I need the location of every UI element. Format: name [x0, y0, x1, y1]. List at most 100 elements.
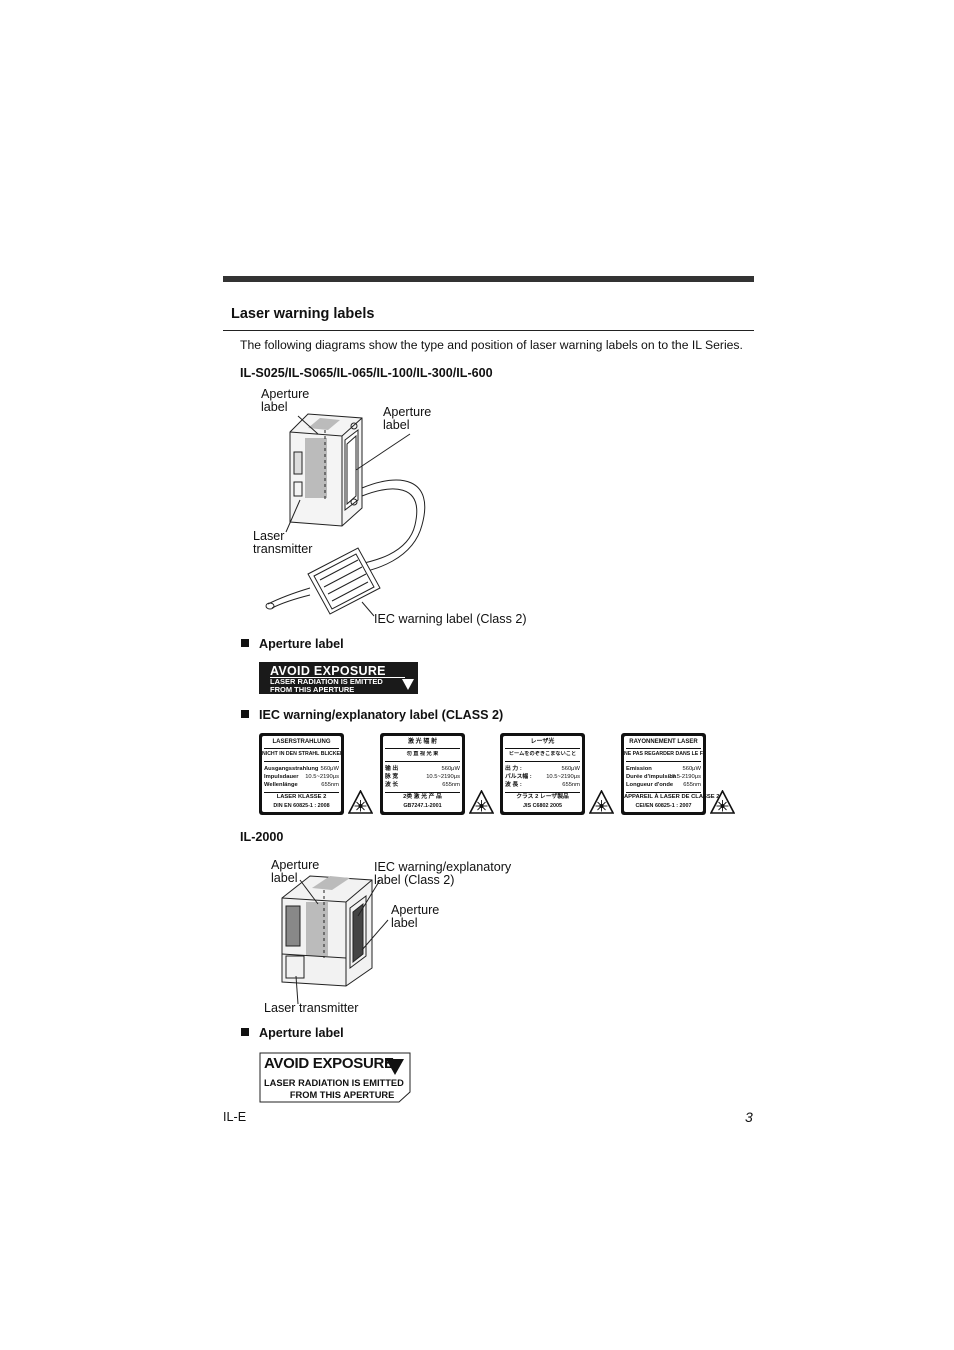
subheading-aperture-2: Aperture label — [241, 1026, 344, 1040]
iec-row: 输 出 560μW — [385, 766, 460, 773]
iec-row: Wellenlänge 655nm — [264, 782, 339, 789]
subheading-aperture-1: Aperture label — [241, 637, 344, 651]
divider — [264, 748, 339, 749]
sensor-diagram-1 — [265, 413, 426, 617]
iec-head2: ビームをのぞきこまないこと — [508, 751, 577, 757]
iec-label-body: LASERSTRAHLUNG NICHT IN DEN STRAHL BLICK… — [262, 736, 341, 812]
iec-head2: NE PAS REGARDER DANS LE FAISCEAU — [624, 751, 703, 757]
iec-row-value: 560μW — [441, 766, 460, 772]
laser-hazard-icon — [710, 790, 735, 814]
iec-foot2: GB7247.1-2001 — [403, 803, 442, 809]
iec-label: 激 光 辐 射 勿 直 视 光 束 输 出 560μW 脉 宽 10.5~2190μs… — [380, 733, 494, 815]
divider — [626, 792, 701, 793]
avoid-title: AVOID EXPOSURE — [270, 664, 386, 678]
laser-hazard-icon — [589, 790, 614, 814]
subheading-text: IEC warning/explanatory label (CLASS 2) — [259, 708, 504, 722]
bullet-square-icon — [241, 1028, 249, 1036]
avoid-text: LASER RADIATION IS EMITTED FROM THIS APE… — [270, 677, 383, 694]
iec-row-value: 560μW — [561, 766, 580, 772]
iec-row-value: 655nm — [562, 782, 580, 788]
iec-row: Impulsdauer 10.5~2190μs — [264, 774, 339, 781]
iec-row: Emission 560μW — [626, 766, 701, 773]
iec-row-label: Emission — [626, 766, 652, 772]
model-heading-1: IL-S025/IL-S065/IL-065/IL-100/IL-300/IL-… — [240, 366, 493, 380]
iec-row-label: 脉 宽 — [385, 774, 399, 780]
divider — [626, 761, 701, 762]
aperture-label-callout-left: Aperture label — [261, 387, 310, 414]
iec-label-frame: RAYONNEMENT LASER NE PAS REGARDER DANS L… — [621, 733, 720, 815]
triangle-down-icon — [386, 1059, 404, 1075]
iec-row-value: 560μW — [682, 766, 701, 772]
laser-hazard-icon — [469, 790, 494, 814]
divider — [505, 748, 580, 749]
page-number: 3 — [745, 1109, 753, 1125]
iec-label-frame: LASERSTRAHLUNG NICHT IN DEN STRAHL BLICK… — [259, 733, 344, 815]
iec-label-frame: 激 光 辐 射 勿 直 视 光 束 输 出 560μW 脉 宽 10.5~2190μs… — [380, 733, 465, 815]
laser-transmitter-callout-2: Laser transmitter — [264, 1001, 359, 1015]
iec-row: 出 力 : 560μW — [505, 766, 580, 773]
iec-row-value: 10.5~2190μs — [426, 774, 460, 780]
aperture-label-callout-right-2: Aperture label — [391, 903, 440, 930]
divider — [385, 792, 460, 793]
iec-head: レーザ光 — [530, 739, 555, 745]
laser-hazard-icon — [348, 790, 373, 814]
iec-row-label: 波 长 — [385, 782, 399, 788]
iec-head2: 勿 直 视 光 束 — [406, 751, 439, 757]
iec-row-label: Longueur d'onde — [626, 782, 674, 788]
aperture-label-callout-right: Aperture label — [383, 405, 432, 432]
model-heading-2: IL-2000 — [240, 830, 284, 844]
iec-row-label: Impulsdauer — [264, 774, 299, 780]
iec-foot: 2类 激 光 产 品 — [403, 794, 442, 800]
iec-foot: APPAREIL À LASER DE CLASSE 2 — [624, 794, 720, 800]
iec-row-label: 波 長 : — [505, 782, 522, 788]
iec-row-value: 10.5~2190μs — [305, 774, 339, 780]
iec-row-label: Wellenlänge — [264, 782, 298, 788]
iec-head: 激 光 辐 射 — [407, 739, 437, 745]
subheading-text: Aperture label — [259, 637, 344, 651]
iec-row: 波 長 : 655nm — [505, 782, 580, 789]
intro-text: The following diagrams show the type and… — [240, 338, 743, 352]
iec-row: Longueur d'onde 655nm — [626, 782, 701, 789]
iec-row-label: パルス幅 : — [505, 774, 532, 780]
label-outline — [259, 1052, 411, 1103]
avoid-title: AVOID EXPOSURE — [264, 1055, 394, 1072]
iec-row-value: 10.5~2190μs — [546, 774, 580, 780]
iec-row: 脉 宽 10.5~2190μs — [385, 774, 460, 781]
iec-label-body: レーザ光 ビームをのぞきこまないこと 出 力 : 560μW パルス幅 : 10.5~… — [503, 736, 582, 812]
iec-row-label: 出 力 : — [505, 766, 522, 772]
iec-label-body: RAYONNEMENT LASER NE PAS REGARDER DANS L… — [624, 736, 720, 812]
iec-foot2: JIS C6802 2005 — [523, 803, 562, 809]
header-rule — [223, 276, 754, 282]
iec-row: パルス幅 : 10.5~2190μs — [505, 774, 580, 781]
iec-row-value: 655nm — [321, 782, 339, 788]
aperture-label-white: AVOID EXPOSURE LASER RADIATION IS EMITTE… — [259, 1052, 411, 1103]
iec-row-label: Durée d'impulsion — [626, 774, 677, 780]
divider — [264, 761, 339, 762]
bullet-square-icon — [241, 639, 249, 647]
iec-label-frame: レーザ光 ビームをのぞきこまないこと 出 力 : 560μW パルス幅 : 10.5~… — [500, 733, 585, 815]
iec-head: LASERSTRAHLUNG — [272, 739, 331, 745]
subheading-iec: IEC warning/explanatory label (CLASS 2) — [241, 708, 503, 722]
divider — [385, 748, 460, 749]
iec-foot2: DIN EN 60825-1 : 2008 — [273, 803, 330, 809]
iec-row-label: Ausgangsstrahlung — [264, 766, 319, 772]
iec-foot: クラス 2 レーザ製品 — [516, 794, 569, 800]
iec-head: RAYONNEMENT LASER — [629, 739, 698, 745]
aperture-label-callout-left-2: Aperture label — [271, 858, 320, 885]
iec-foot: LASER KLASSE 2 — [276, 794, 327, 800]
footer-doc-id: IL-E — [223, 1110, 247, 1124]
divider — [626, 748, 701, 749]
iec-row-value: 655nm — [683, 782, 701, 788]
title-underline — [223, 330, 754, 331]
sensor-diagram-2 — [281, 875, 389, 1005]
section-title: Laser warning labels — [231, 306, 375, 322]
triangle-down-icon — [402, 679, 414, 690]
divider — [264, 792, 339, 793]
iec-label-body: 激 光 辐 射 勿 直 视 光 束 输 出 560μW 脉 宽 10.5~2190μs… — [383, 736, 462, 812]
iec-label-callout-2: IEC warning/explanatory label (Class 2) — [374, 860, 512, 887]
iec-row-label: 输 出 — [385, 766, 399, 772]
divider — [505, 792, 580, 793]
